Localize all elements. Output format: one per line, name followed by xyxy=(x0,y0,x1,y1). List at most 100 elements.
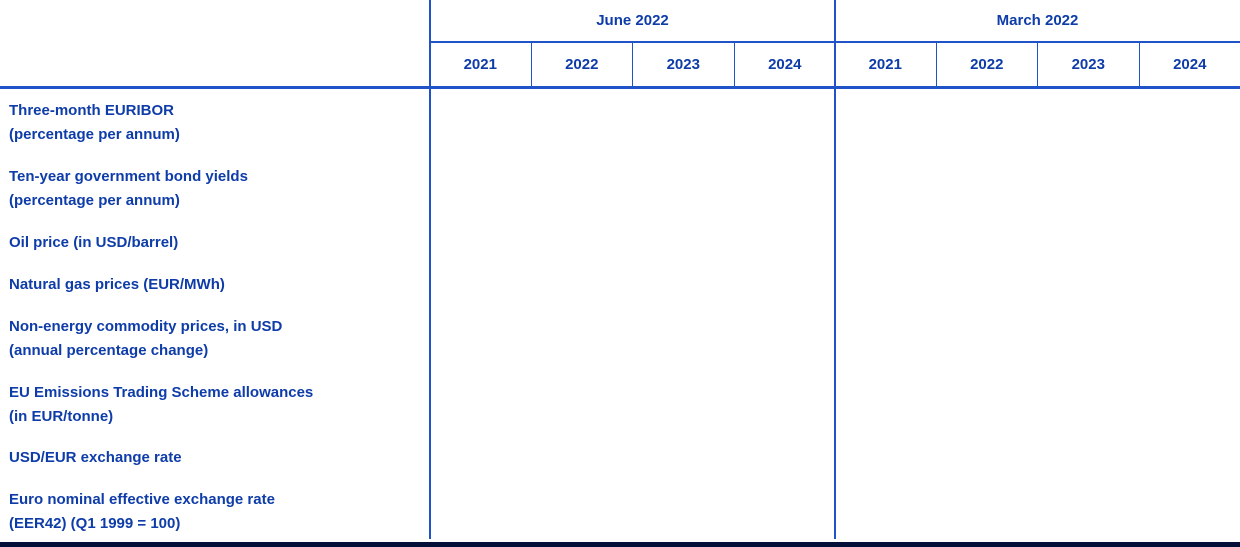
data-cell xyxy=(734,314,835,370)
data-grid xyxy=(430,89,1240,538)
data-cell xyxy=(531,426,632,482)
row-label-line2: (in EUR/tonne) xyxy=(9,408,114,425)
data-cell xyxy=(734,257,835,313)
data-cell xyxy=(734,89,835,145)
divider-labels-june-group xyxy=(429,0,431,539)
data-cell xyxy=(430,426,531,482)
row-label-line1: Three-month EURIBOR xyxy=(9,102,174,119)
data-cell xyxy=(734,426,835,482)
row-label-non-energy-commodities: Non-energy commodity prices, in USD (ann… xyxy=(9,315,424,363)
data-cell xyxy=(835,89,936,145)
data-cell xyxy=(430,145,531,201)
year-header-june-2024: 2024 xyxy=(768,56,802,73)
row-label-line2: (EER42) (Q1 1999 = 100) xyxy=(9,515,181,532)
data-cell xyxy=(1139,257,1240,313)
data-cell xyxy=(531,89,632,145)
column-group-header-march-2022: March 2022 xyxy=(996,12,1079,29)
row-label-line1: EU Emissions Trading Scheme allowances xyxy=(9,384,314,401)
data-cell xyxy=(1139,201,1240,257)
row-label-usd-eur-rate: USD/EUR exchange rate xyxy=(9,446,424,470)
data-cell xyxy=(633,89,734,145)
data-cell xyxy=(531,145,632,201)
row-label-line1: USD/EUR exchange rate xyxy=(9,449,182,466)
year-header-march-2021: 2021 xyxy=(835,43,937,86)
row-label-line1: Non-energy commodity prices, in USD xyxy=(9,318,283,335)
data-cell xyxy=(835,257,936,313)
row-label-line1: Natural gas prices (EUR/MWh) xyxy=(9,276,225,293)
data-cell xyxy=(633,314,734,370)
row-label-bond-yields: Ten-year government bond yields (percent… xyxy=(9,165,424,213)
data-cell xyxy=(936,257,1037,313)
data-cell xyxy=(936,426,1037,482)
year-header-march-2022: 2022 xyxy=(937,43,1038,86)
data-cell xyxy=(835,314,936,370)
data-cell xyxy=(936,482,1037,538)
data-cell xyxy=(531,482,632,538)
year-header-june-2022: 2022 xyxy=(532,43,633,86)
data-cell xyxy=(1139,89,1240,145)
data-cell xyxy=(936,370,1037,426)
data-cell xyxy=(633,257,734,313)
year-header-march-2024: 2024 xyxy=(1173,56,1207,73)
data-cell xyxy=(734,145,835,201)
data-cell xyxy=(430,257,531,313)
divider-june-march-groups xyxy=(834,0,836,539)
data-cell xyxy=(1139,145,1240,201)
row-label-oil-price: Oil price (in USD/barrel) xyxy=(9,231,424,255)
data-cell xyxy=(430,89,531,145)
row-label-line2: (percentage per annum) xyxy=(9,192,180,209)
data-cell xyxy=(835,426,936,482)
data-cell xyxy=(936,201,1037,257)
data-cell xyxy=(531,257,632,313)
data-cell xyxy=(430,314,531,370)
row-label-natural-gas: Natural gas prices (EUR/MWh) xyxy=(9,273,424,297)
data-cell xyxy=(633,426,734,482)
data-cell xyxy=(1038,201,1139,257)
data-cell xyxy=(835,482,936,538)
data-cell xyxy=(430,201,531,257)
year-header-june-2023: 2023 xyxy=(633,43,735,86)
row-label-line2: (percentage per annum) xyxy=(9,126,180,143)
data-cell xyxy=(835,370,936,426)
data-cell xyxy=(1038,145,1139,201)
data-cell xyxy=(1038,426,1139,482)
data-cell xyxy=(1139,314,1240,370)
divider-under-month-headers xyxy=(430,41,1240,43)
data-cell xyxy=(633,370,734,426)
year-header-row: 2021 2022 2023 2024 2021 2022 2023 2024 xyxy=(430,43,1240,86)
row-label-line2: (annual percentage change) xyxy=(9,342,209,359)
data-cell xyxy=(936,89,1037,145)
data-cell xyxy=(633,145,734,201)
row-label-line1: Ten-year government bond yields xyxy=(9,168,248,185)
data-cell xyxy=(430,370,531,426)
data-cell xyxy=(734,482,835,538)
data-cell xyxy=(734,201,835,257)
data-cell xyxy=(1038,314,1139,370)
data-cell xyxy=(1038,89,1139,145)
data-cell xyxy=(430,482,531,538)
data-cell xyxy=(1038,257,1139,313)
year-header-march-2023: 2023 xyxy=(1038,43,1140,86)
data-cell xyxy=(1139,482,1240,538)
data-cell xyxy=(734,370,835,426)
column-group-header-row: June 2022 March 2022 xyxy=(430,0,1240,41)
row-label-line1: Euro nominal effective exchange rate xyxy=(9,491,275,508)
data-cell xyxy=(1139,370,1240,426)
data-cell xyxy=(633,482,734,538)
data-cell xyxy=(1038,370,1139,426)
row-label-line1: Oil price (in USD/barrel) xyxy=(9,234,179,251)
data-cell xyxy=(936,145,1037,201)
data-cell xyxy=(531,201,632,257)
table-bottom-border xyxy=(0,542,1240,547)
data-cell xyxy=(531,370,632,426)
row-label-ets-allowances: EU Emissions Trading Scheme allowances (… xyxy=(9,381,424,429)
year-header-june-2021: 2021 xyxy=(430,43,532,86)
data-cell xyxy=(1139,426,1240,482)
data-cell xyxy=(1038,482,1139,538)
row-label-euribor: Three-month EURIBOR (percentage per annu… xyxy=(9,99,424,147)
data-cell xyxy=(936,314,1037,370)
divider-under-year-headers xyxy=(0,86,1240,89)
data-cell xyxy=(835,201,936,257)
data-cell xyxy=(633,201,734,257)
